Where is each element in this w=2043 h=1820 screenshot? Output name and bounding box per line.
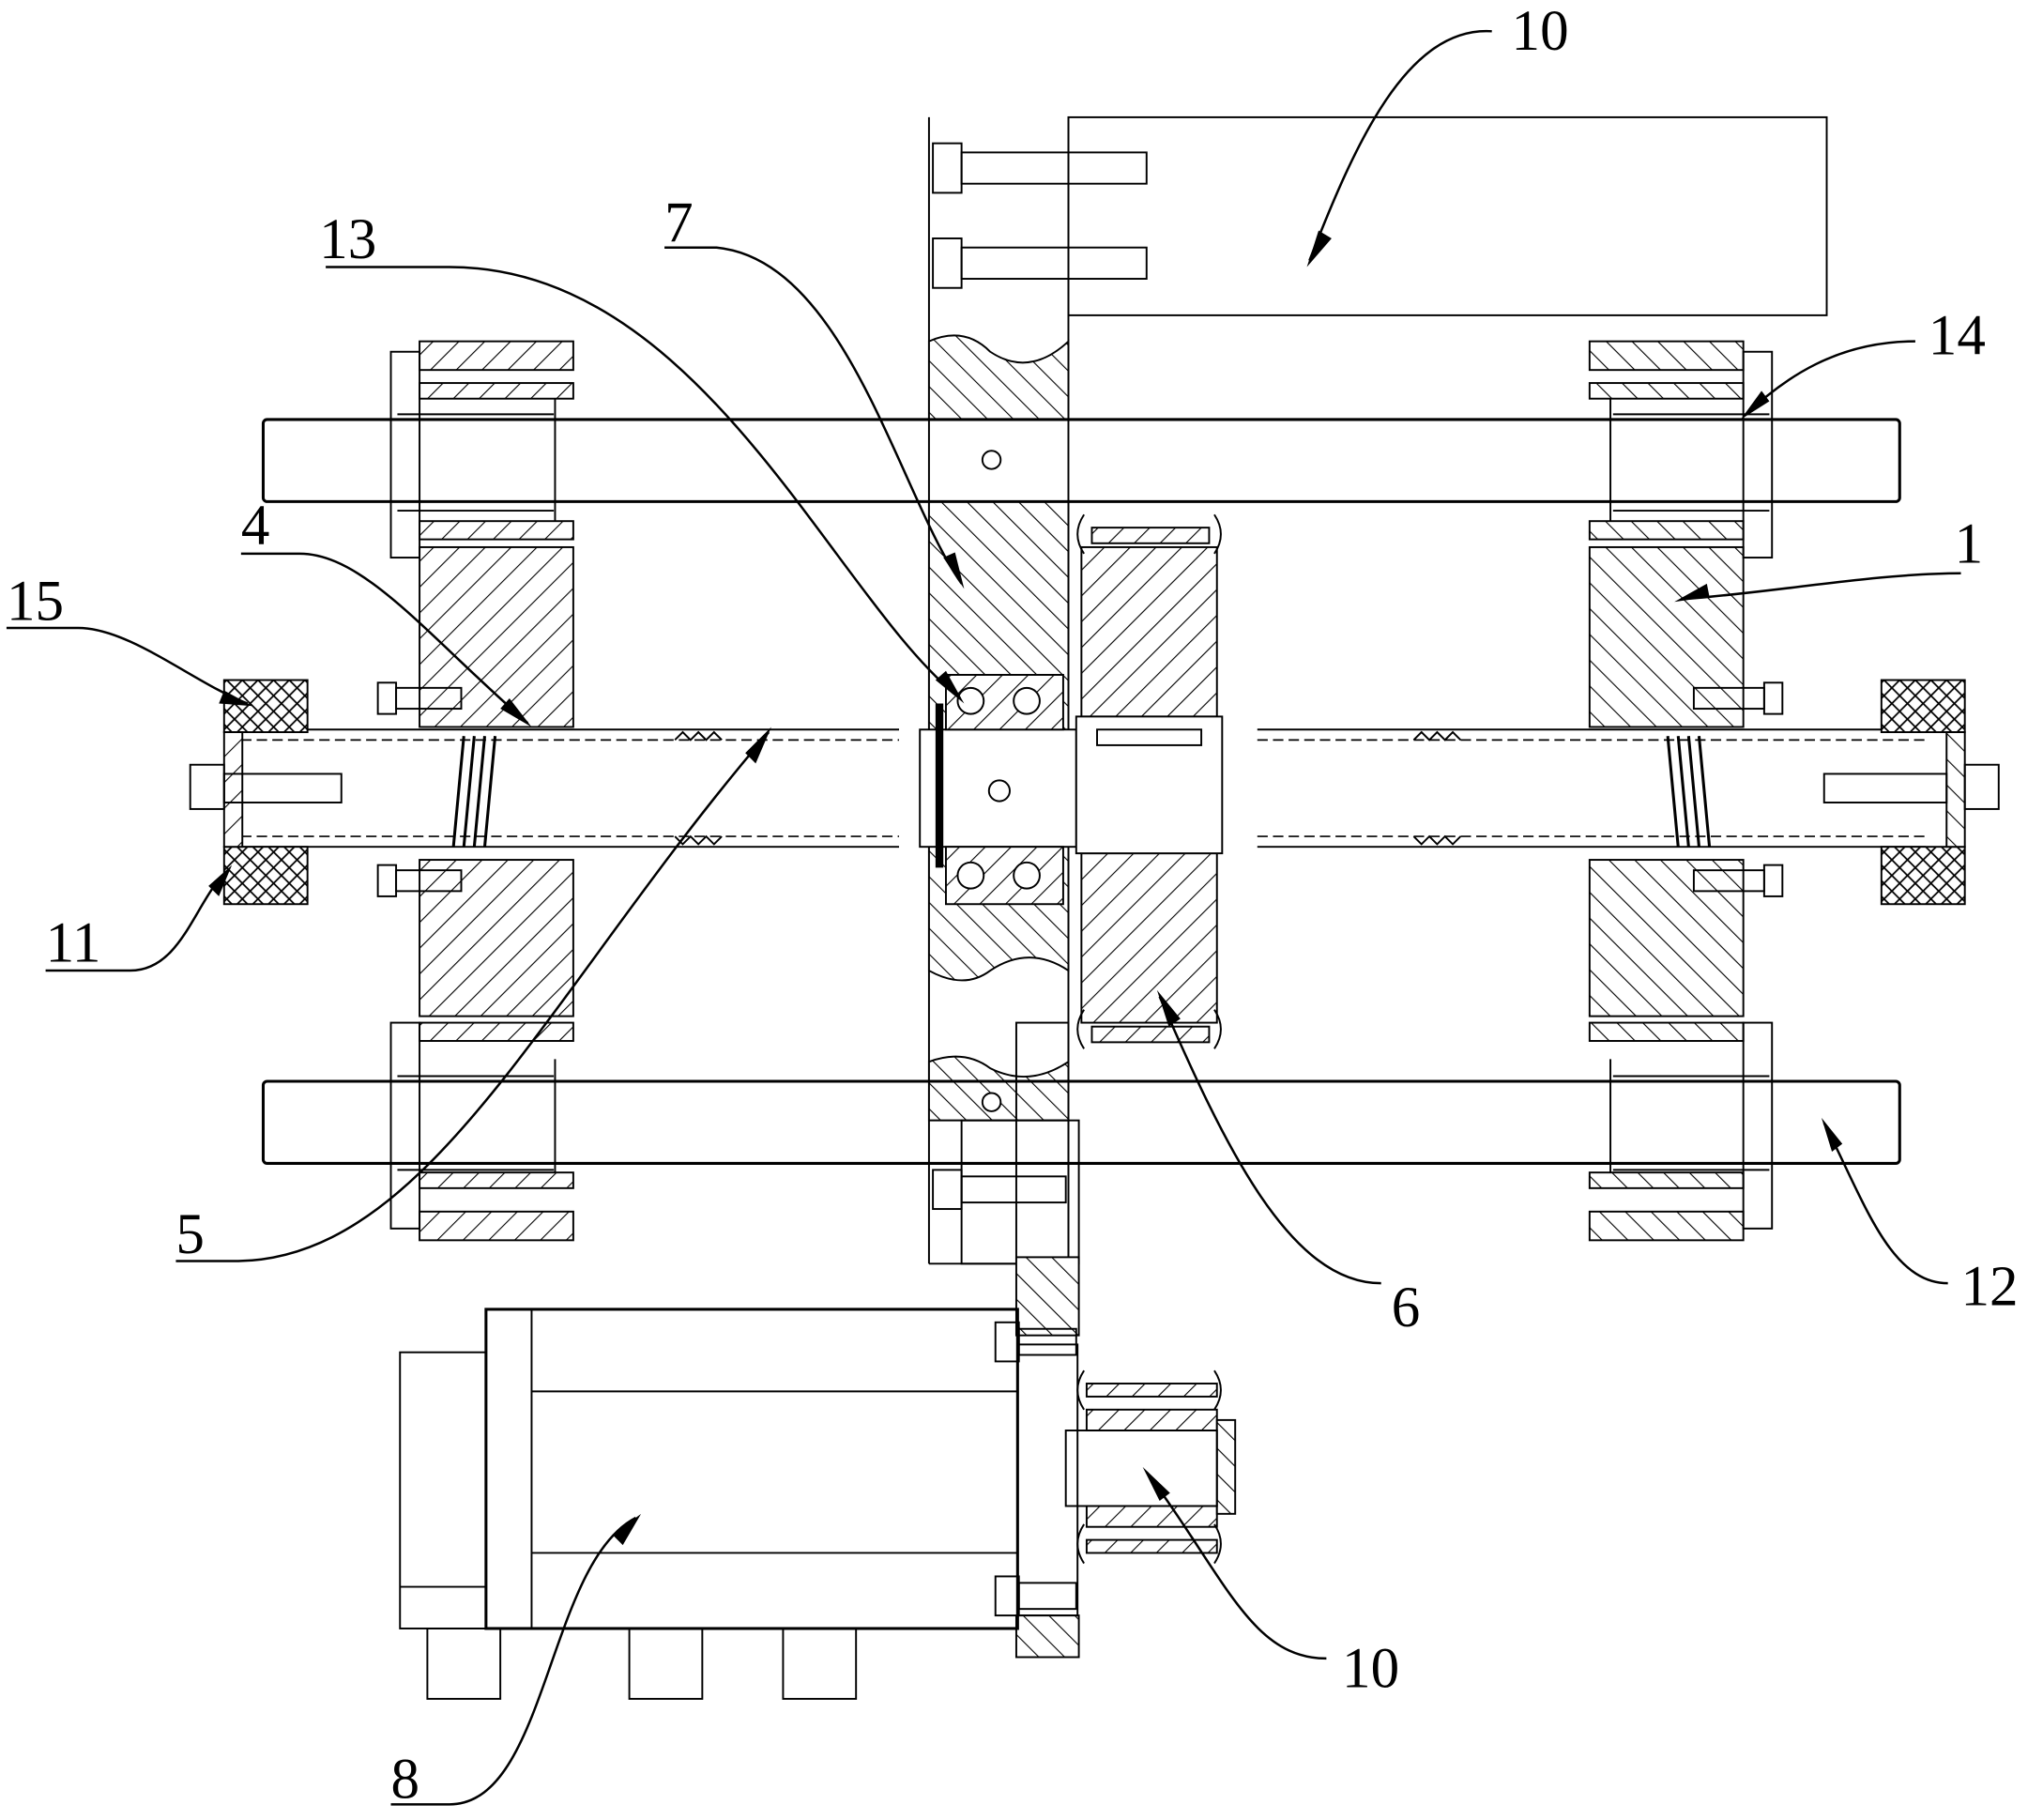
label-13: 13	[319, 208, 376, 271]
label-5: 5	[175, 1203, 205, 1266]
label-14: 14	[1929, 305, 1986, 368]
bearing-assembly	[919, 673, 1077, 906]
guide-rod-top	[261, 418, 1901, 503]
label-10-top: 10	[1512, 0, 1569, 63]
motor	[399, 1308, 1079, 1700]
leader-lines	[6, 30, 1961, 1806]
label-12: 12	[1961, 1256, 2019, 1319]
leader-6	[1158, 996, 1381, 1285]
label-1: 1	[1955, 513, 1984, 576]
label-4: 4	[241, 495, 270, 558]
leader-5	[175, 731, 770, 1262]
bearing-ball-icon	[956, 861, 985, 890]
top-mounting-block	[932, 115, 1828, 316]
leader-15	[6, 626, 249, 705]
lower-bracket	[932, 1021, 1080, 1659]
pin-hole-icon	[981, 1092, 1002, 1112]
label-6: 6	[1392, 1277, 1421, 1339]
screw-icon	[932, 142, 1148, 194]
right-slider-block	[1588, 340, 1774, 1242]
bearing-ball-icon	[956, 686, 985, 715]
lead-screw	[240, 728, 1927, 849]
slider-screws	[376, 681, 1784, 897]
leader-1	[1680, 572, 1961, 601]
bearing-ball-icon	[1013, 861, 1041, 890]
leader-8	[390, 1516, 637, 1806]
label-7: 7	[664, 191, 694, 254]
leader-10-bottom	[1145, 1471, 1327, 1660]
leader-10-top	[1308, 30, 1492, 262]
right-spring	[1666, 736, 1712, 848]
screw-icon	[932, 237, 1148, 289]
leader-12	[1822, 1122, 1948, 1285]
bearing-ball-icon	[1013, 686, 1041, 715]
arrow-icon	[1306, 230, 1332, 268]
leader-7	[664, 246, 963, 585]
left-spring	[451, 736, 497, 848]
leader-13	[326, 266, 962, 699]
label-15: 15	[7, 571, 64, 634]
label-10-bottom: 10	[1342, 1637, 1399, 1700]
part-labels: 10 13 7 14 4 15 1 11 5 6 12 10 8	[7, 0, 2019, 1811]
driving-pulley	[1064, 1369, 1237, 1565]
right-end-cap	[1822, 679, 2000, 906]
linear-bearing-balls	[397, 413, 555, 1171]
leader-4	[240, 552, 529, 725]
left-end-cap	[189, 679, 343, 906]
guide-rod-bottom	[261, 1079, 1901, 1165]
label-11: 11	[46, 911, 101, 974]
left-slider-block	[389, 340, 574, 1242]
pin-hole-icon	[981, 450, 1002, 470]
label-8: 8	[391, 1748, 420, 1811]
driven-pulley	[1075, 513, 1224, 1049]
